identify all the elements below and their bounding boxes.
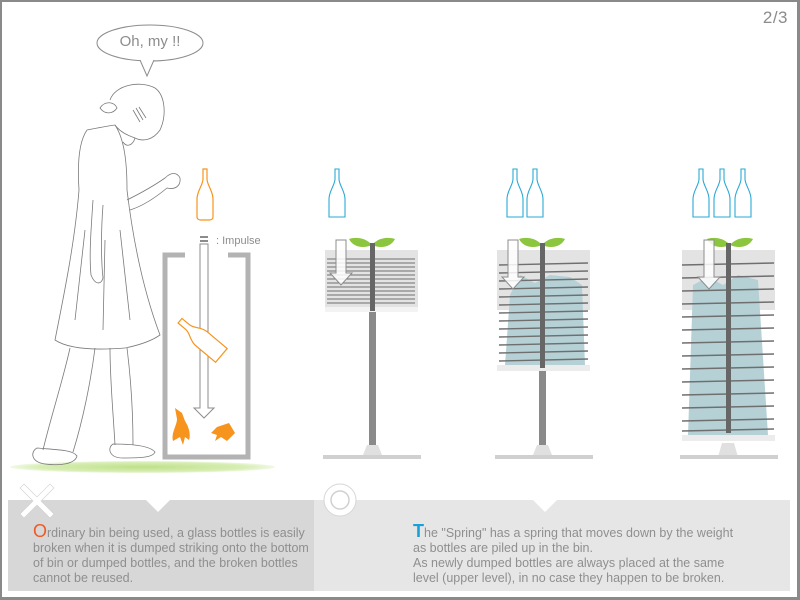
spring-bin-stage-3 bbox=[680, 168, 778, 459]
circle-mark-icon bbox=[323, 483, 357, 517]
girl-figure-illustration bbox=[32, 83, 181, 466]
caption-panel-ordinary bbox=[8, 500, 314, 591]
ground-shadow bbox=[10, 461, 275, 473]
caption-pointer-right bbox=[533, 500, 557, 512]
caption-ordinary-initial: O bbox=[33, 521, 48, 541]
caption-spring-text: The "Spring" has a spring that moves dow… bbox=[413, 521, 734, 585]
impulse-label: : Impulse bbox=[216, 235, 261, 247]
caption-panel-spring bbox=[314, 500, 790, 591]
spring-bin-stage-2 bbox=[495, 168, 593, 459]
ordinary-bin-diagram bbox=[162, 168, 251, 460]
speech-bubble-icon bbox=[96, 24, 204, 78]
spring-bin-stage-1 bbox=[323, 168, 421, 459]
caption-ordinary-text: Ordinary bin being used, a glass bottles… bbox=[33, 521, 309, 585]
caption-pointer-left bbox=[146, 500, 170, 512]
caption-spring-initial: T bbox=[413, 521, 424, 541]
page-indicator: 2/3 bbox=[762, 8, 788, 27]
speech-bubble-text: Oh, my !! bbox=[119, 33, 181, 50]
x-mark-icon bbox=[19, 483, 55, 519]
